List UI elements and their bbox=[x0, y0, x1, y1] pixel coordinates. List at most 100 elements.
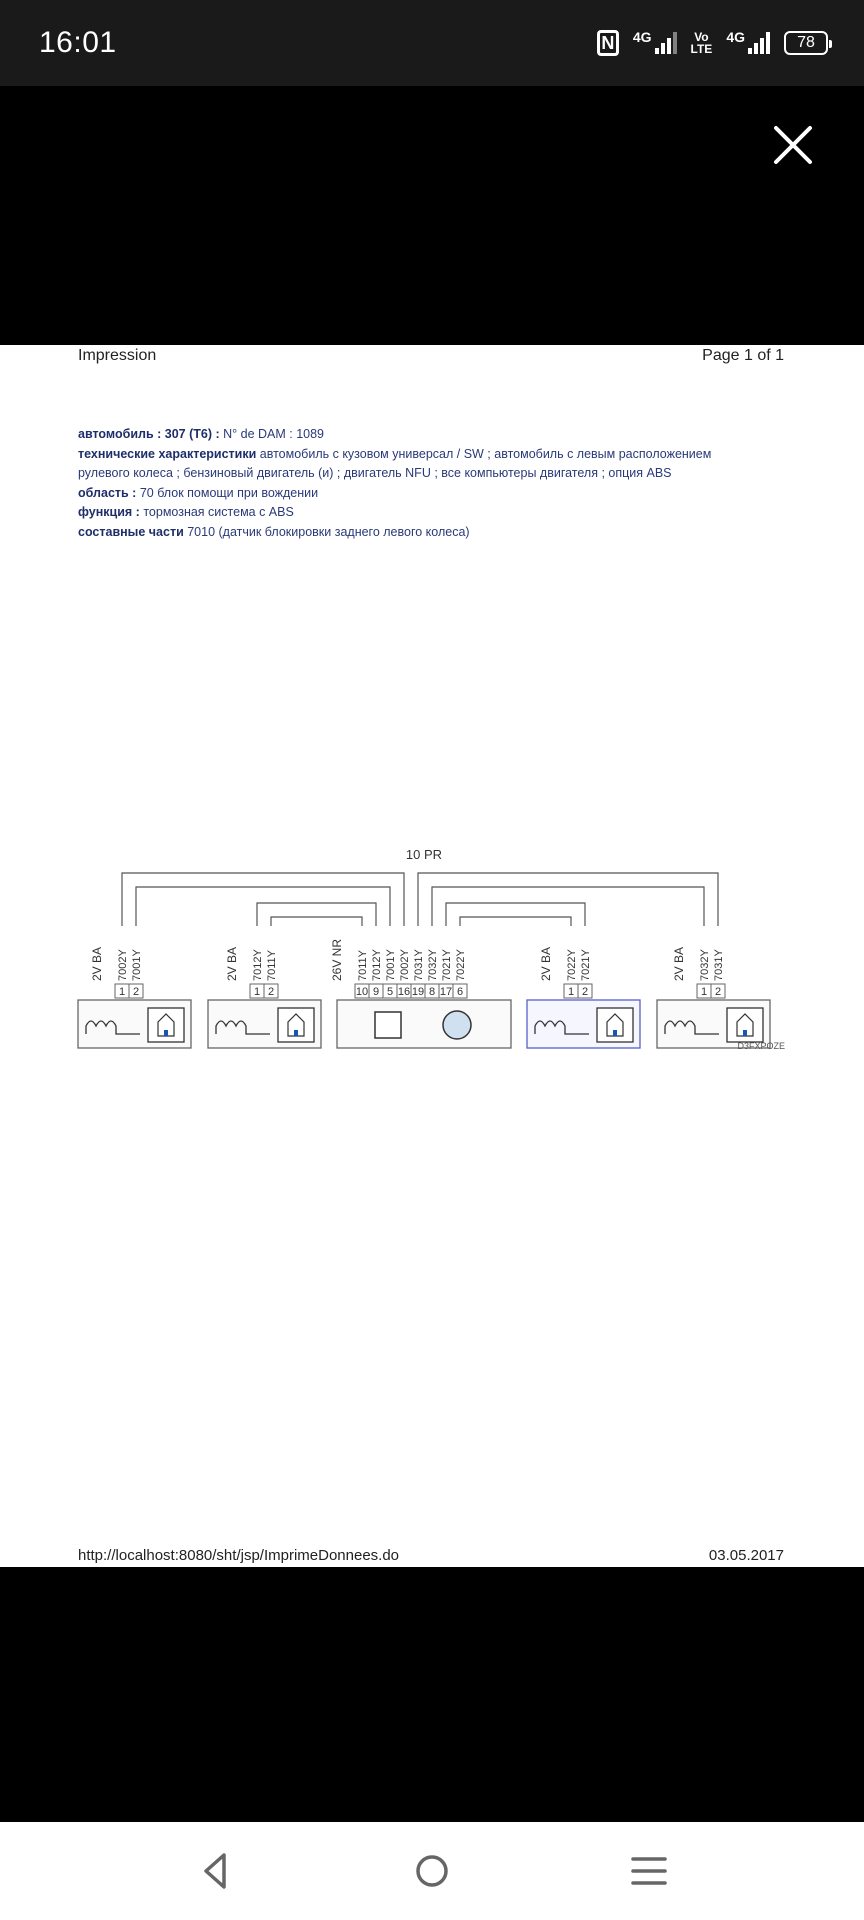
function-line: функция : тормозная система с ABS bbox=[78, 505, 294, 519]
wire-path bbox=[135, 886, 391, 926]
component-7015-pin bbox=[710, 983, 726, 999]
sensor-icon bbox=[277, 1007, 315, 1043]
component-7000-pin bbox=[128, 983, 144, 999]
coil-icon bbox=[534, 1020, 589, 1035]
pin-label: 5 bbox=[387, 986, 393, 998]
nfc-icon: N bbox=[596, 30, 619, 56]
pin-label: 2 bbox=[582, 986, 588, 998]
harness-label: 10 PR bbox=[406, 847, 442, 862]
sensor-tip-icon bbox=[613, 1030, 617, 1036]
pin-label: 2 bbox=[268, 986, 274, 998]
wire-path bbox=[459, 916, 572, 926]
print-title: Impression bbox=[78, 347, 157, 364]
wire-label: 7022Y bbox=[455, 949, 467, 981]
components-line: составные части 7010 (датчик блокировки … bbox=[78, 524, 470, 539]
vehicle-info: автомобиль : 307 (Т6) : N° de DAM : 1089… bbox=[78, 425, 758, 542]
wire-label: 7032Y bbox=[427, 949, 439, 981]
component-7020-box bbox=[336, 999, 512, 1049]
pin-label: 1 bbox=[568, 986, 574, 998]
pin-label: 19 bbox=[412, 986, 424, 998]
pin-label: 1 bbox=[701, 986, 707, 998]
wire-label: 7022Y bbox=[566, 949, 578, 981]
coil-icon bbox=[664, 1020, 719, 1035]
signal-group-1: 4G bbox=[632, 29, 677, 54]
page-indicator: Page 1 of 1 bbox=[702, 347, 784, 364]
sensor-tip-icon bbox=[743, 1030, 747, 1036]
home-button[interactable] bbox=[410, 1849, 454, 1893]
connector-label: 2V BA bbox=[672, 947, 686, 981]
pin-label: 10 bbox=[356, 986, 368, 998]
sensor-icon bbox=[726, 1007, 764, 1043]
wire-label: 7032Y bbox=[699, 949, 711, 981]
pin-label: 16 bbox=[398, 986, 410, 998]
pin-label: 8 bbox=[429, 986, 435, 998]
coil-icon bbox=[215, 1020, 270, 1035]
document-header: Impression Page 1 of 1 bbox=[78, 345, 784, 369]
connector-label: 2V BA bbox=[90, 947, 104, 981]
sensor-icon bbox=[596, 1007, 634, 1043]
wire-label: 7002Y bbox=[117, 949, 129, 981]
vehicle-line: автомобиль : 307 (Т6) : N° de DAM : 1089 bbox=[78, 427, 325, 441]
wire-path bbox=[256, 902, 377, 926]
wire-label: 7011Y bbox=[266, 949, 278, 981]
source-url: http://localhost:8080/sht/jsp/ImprimeDon… bbox=[78, 1547, 400, 1564]
component-7005-pin bbox=[263, 983, 279, 999]
status-time: 16:01 bbox=[39, 26, 117, 59]
component-7010-pin bbox=[577, 983, 593, 999]
connector-label: 2V BA bbox=[539, 947, 553, 981]
wire-label: 7002Y bbox=[399, 949, 411, 981]
wire-label: 7011Y bbox=[357, 949, 369, 981]
wire-path bbox=[270, 916, 363, 926]
sensor-tip-icon bbox=[164, 1030, 168, 1036]
signal-bars-icon bbox=[654, 32, 677, 54]
wire-label: 7012Y bbox=[252, 949, 264, 981]
abs-symbol-icon bbox=[442, 1010, 472, 1040]
back-triangle-icon bbox=[204, 1853, 226, 1889]
coil-icon bbox=[85, 1020, 140, 1035]
wire-path bbox=[431, 886, 705, 926]
sensor-head-icon bbox=[606, 1013, 624, 1037]
wire-label: 7012Y bbox=[371, 949, 383, 981]
network-type-label: 4G bbox=[632, 29, 652, 45]
wire-label: 7021Y bbox=[441, 949, 453, 981]
sensor-tip-icon bbox=[294, 1030, 298, 1036]
wire-label: 7031Y bbox=[713, 949, 725, 981]
wire-path bbox=[417, 872, 719, 926]
specs-line: технические характеристики автомобиль с … bbox=[78, 446, 712, 481]
network-type-label: 4G bbox=[726, 29, 745, 45]
navigation-bar bbox=[0, 1822, 864, 1920]
wire-label: 7001Y bbox=[385, 949, 397, 981]
close-icon bbox=[774, 126, 812, 164]
wire-label: 7021Y bbox=[580, 949, 592, 981]
menu-lines-icon bbox=[631, 1857, 667, 1885]
pin-label: 6 bbox=[457, 986, 463, 998]
home-circle-icon bbox=[416, 1855, 448, 1887]
sensor-head-icon bbox=[736, 1013, 754, 1037]
sensor-head-icon bbox=[157, 1013, 175, 1037]
component-7020-pin bbox=[452, 983, 468, 999]
pin-label: 1 bbox=[119, 986, 125, 998]
document-page[interactable]: Impression Page 1 of 1 автомобиль : 307 … bbox=[0, 345, 864, 1567]
sensor-head-icon bbox=[287, 1013, 305, 1037]
area-line: область : 70 блок помощи при вождении bbox=[78, 485, 319, 500]
diagram-code: D3FXPOZE bbox=[737, 1041, 785, 1051]
battery-icon: 78 bbox=[784, 31, 832, 55]
pin-label: 2 bbox=[133, 986, 139, 998]
connector-label: 2V BA bbox=[225, 947, 239, 981]
wire-label: 7031Y bbox=[413, 949, 425, 981]
signal-group-2: 4G bbox=[726, 29, 770, 54]
wire-path bbox=[445, 902, 586, 926]
connector-label: 26V NR bbox=[330, 939, 344, 981]
ecu-chip-icon bbox=[374, 1011, 402, 1039]
pin-label: 17 bbox=[440, 986, 452, 998]
close-button[interactable] bbox=[770, 122, 816, 168]
wire-path bbox=[121, 872, 405, 926]
wire-label: 7001Y bbox=[131, 949, 143, 981]
pin-label: 1 bbox=[254, 986, 260, 998]
status-icons: N 4G Vo LTE 4G 78 bbox=[596, 26, 832, 60]
recents-button[interactable] bbox=[627, 1849, 671, 1893]
back-button[interactable] bbox=[193, 1849, 237, 1893]
status-bar: 16:01 N 4G Vo LTE 4G 78 bbox=[0, 0, 864, 86]
pin-label: 2 bbox=[715, 986, 721, 998]
